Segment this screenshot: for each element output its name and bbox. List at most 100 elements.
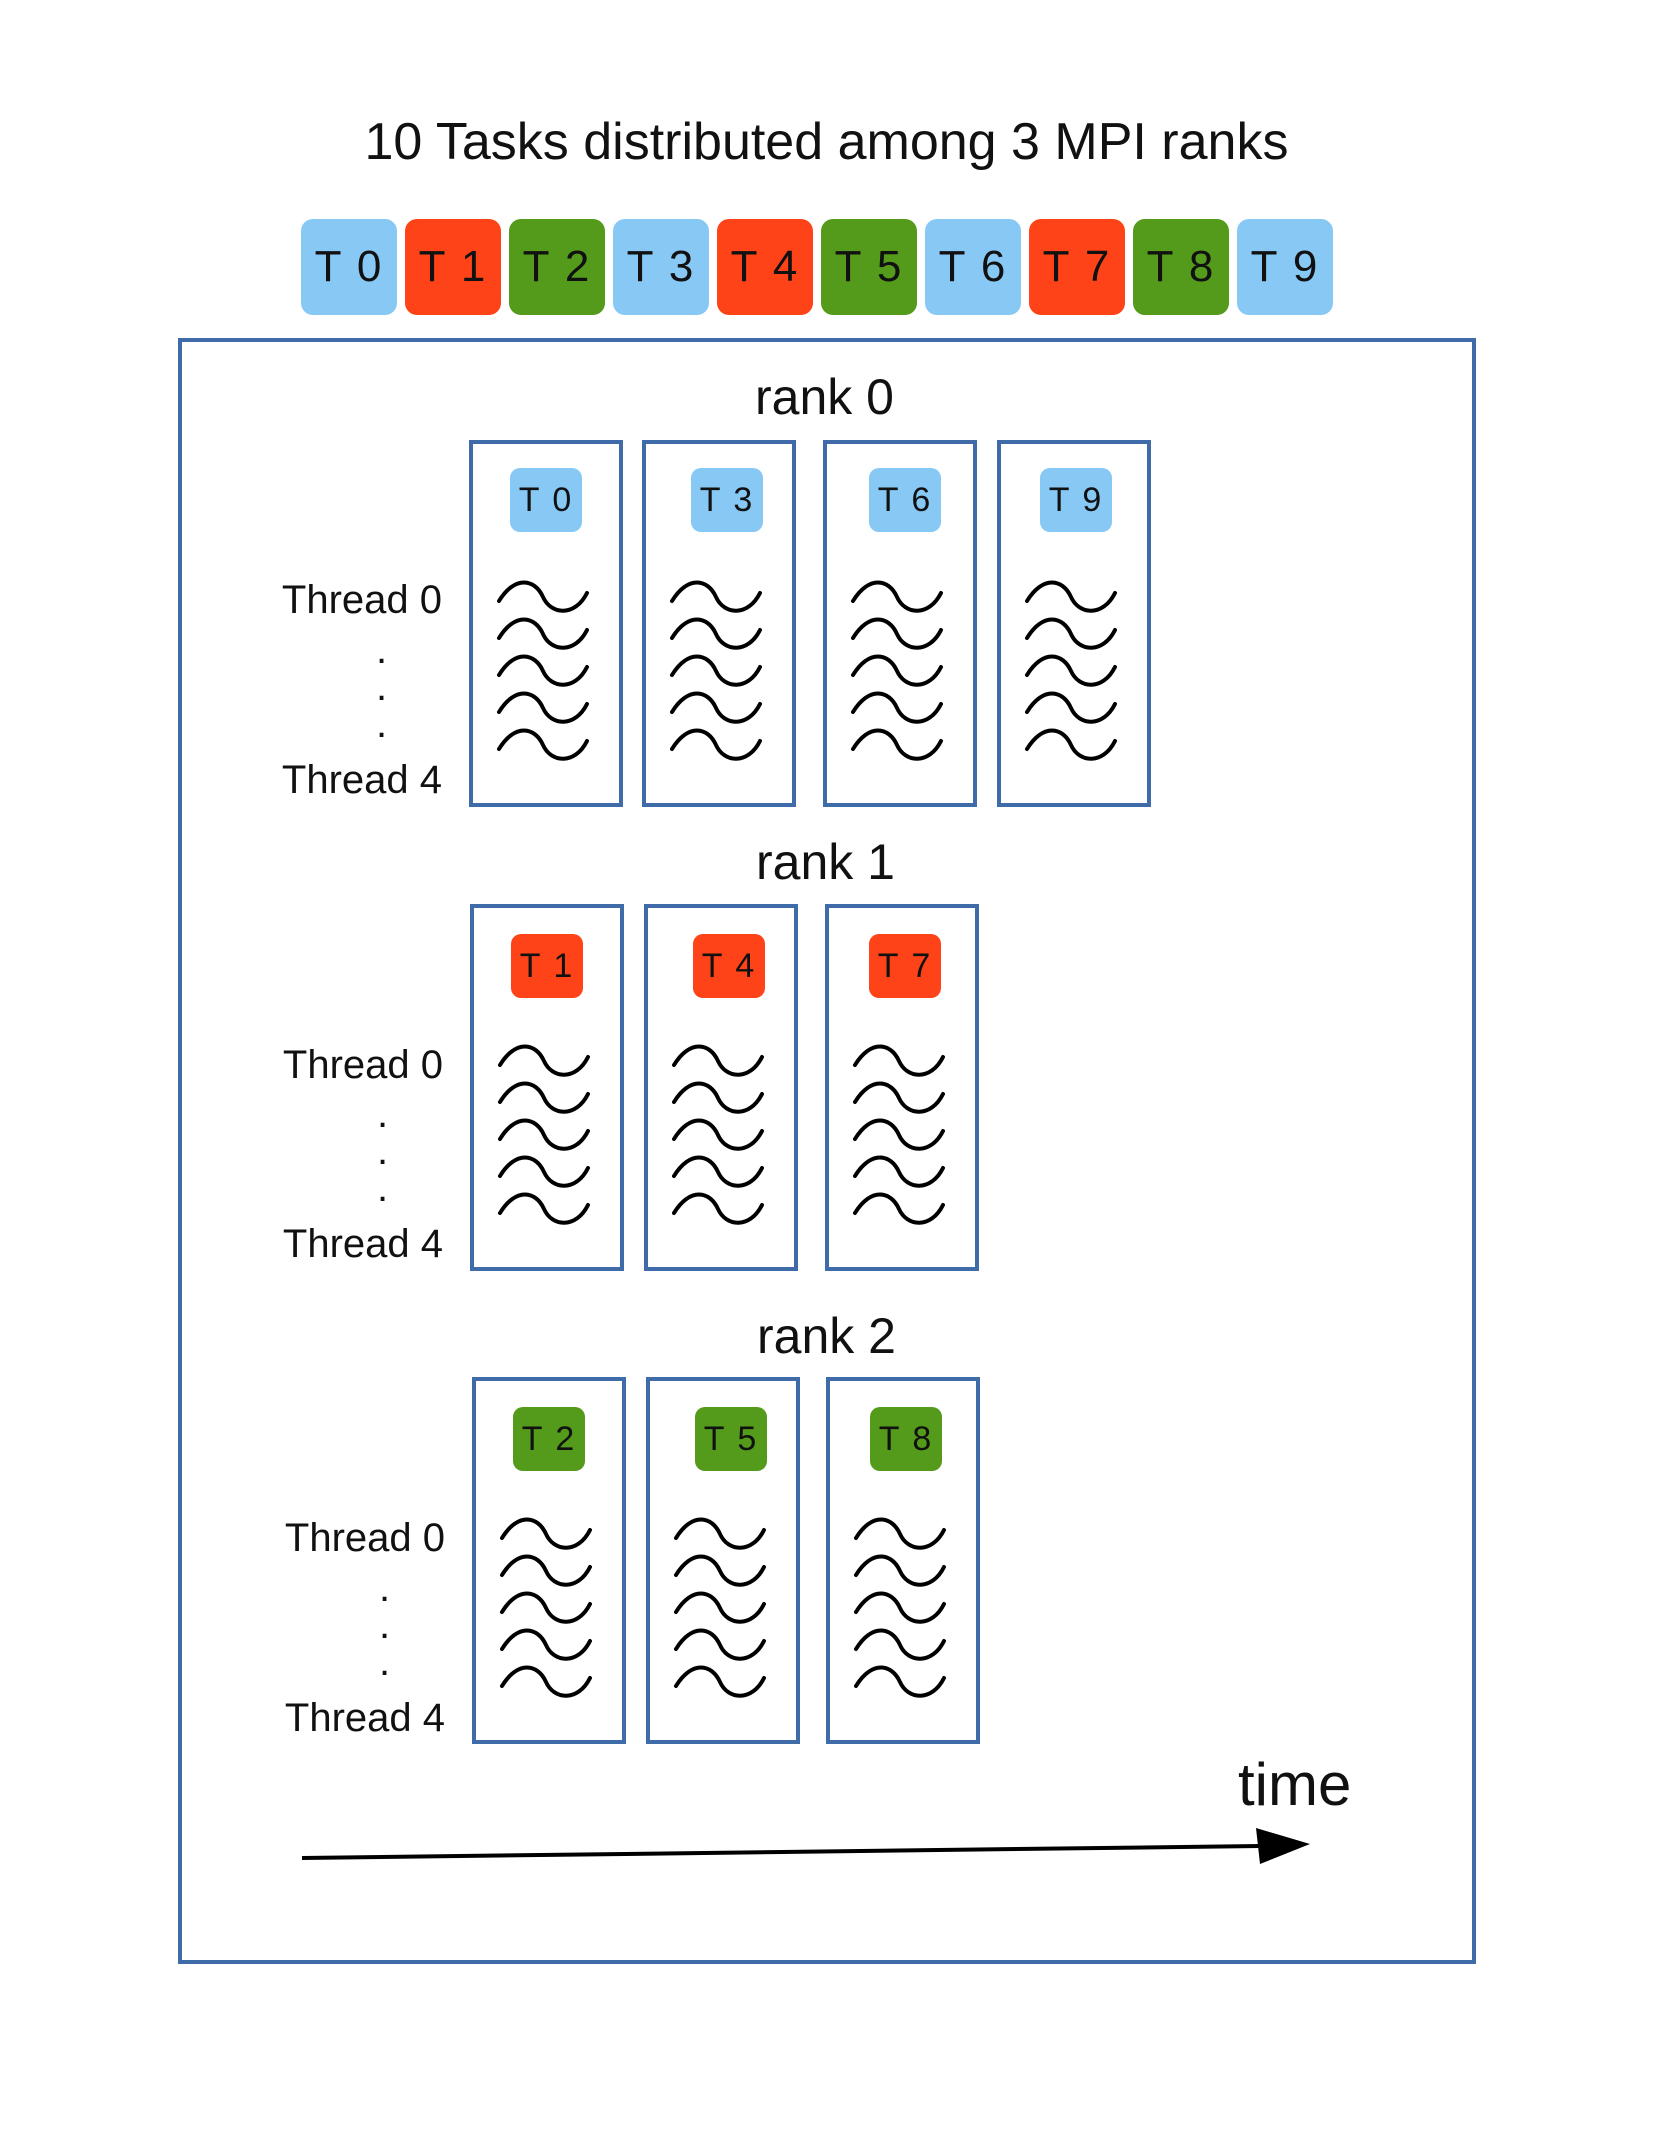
rank-0-task-box: T 0 [469,440,623,807]
task-chip: T 5 [695,1407,767,1471]
threads-wave-icon [672,1044,764,1225]
thread-wave-icon [1025,654,1117,687]
thread-wave-icon [670,580,762,613]
rank-0-task-box: T 6 [823,440,977,807]
thread-wave-icon [498,1155,590,1188]
task-chip-6: T 6 [925,219,1021,315]
thread-wave-icon [672,1081,764,1114]
task-chip-9: T 9 [1237,219,1333,315]
thread-wave-icon [853,1155,945,1188]
thread-wave-icon [854,1665,946,1698]
task-chip: T 3 [691,468,763,532]
time-arrow-icon [301,1828,1310,1864]
thread-wave-icon [498,1081,590,1114]
rank-0-task-box: T 9 [997,440,1151,807]
thread-wave-icon [674,1628,766,1661]
ellipsis-dot: . [376,702,388,746]
thread-wave-icon [672,1192,764,1225]
task-chip: T 9 [1040,468,1112,532]
threads-wave-icon [1025,580,1117,761]
thread-wave-icon [854,1517,946,1550]
thread-wave-icon [674,1591,766,1624]
thread-wave-icon [670,617,762,650]
task-chip: T 7 [869,934,941,998]
rank-2-task-box: T 2 [472,1377,626,1744]
ellipsis-dot: . [377,1129,389,1173]
ellipsis-dot: . [376,665,388,709]
rank-2-thread-first: Thread 0 [284,1516,445,1560]
rank-1-task-box: T 1 [470,904,624,1271]
task-chip-7: T 7 [1029,219,1125,315]
thread-wave-icon [851,580,943,613]
task-chip-2: T 2 [509,219,605,315]
task-chip: T 0 [510,468,582,532]
thread-wave-icon [500,1554,592,1587]
threads-wave-icon [498,1044,590,1225]
rank-0-thread-last: Thread 4 [281,758,442,802]
thread-wave-icon [498,1192,590,1225]
thread-wave-icon [498,1044,590,1077]
rank-2-task-box: T 8 [826,1377,980,1744]
rank-2-label: rank 2 [757,1308,896,1364]
thread-wave-icon [497,691,589,724]
thread-wave-icon [1025,691,1117,724]
rank-1-thread-last: Thread 4 [282,1222,443,1266]
thread-wave-icon [674,1517,766,1550]
thread-wave-icon [500,1517,592,1550]
time-axis-label: time [1238,1751,1352,1818]
thread-wave-icon [670,728,762,761]
rank-1-task-box: T 7 [825,904,979,1271]
rank-0-label: rank 0 [755,369,894,425]
threads-wave-icon [500,1517,592,1698]
thread-wave-icon [672,1118,764,1151]
ellipsis-dot: . [377,1166,389,1210]
thread-wave-icon [851,728,943,761]
task-chip: T 8 [870,1407,942,1471]
thread-wave-icon [853,1192,945,1225]
thread-wave-icon [854,1554,946,1587]
thread-wave-icon [497,728,589,761]
task-chip: T 2 [513,1407,585,1471]
task-chip-3: T 3 [613,219,709,315]
ellipsis-dot: . [376,628,388,672]
thread-wave-icon [497,617,589,650]
threads-wave-icon [670,580,762,761]
task-chip-0: T 0 [301,219,397,315]
task-chip: T 4 [693,934,765,998]
thread-wave-icon [851,691,943,724]
ranks-container [178,338,1476,1964]
rank-0-thread-first: Thread 0 [281,578,442,622]
thread-wave-icon [674,1665,766,1698]
thread-wave-icon [854,1628,946,1661]
thread-wave-icon [1025,580,1117,613]
thread-wave-icon [498,1118,590,1151]
thread-wave-icon [672,1044,764,1077]
ellipsis-dot: . [377,1092,389,1136]
thread-wave-icon [672,1155,764,1188]
task-chip-1: T 1 [405,219,501,315]
ellipsis-dot: . [379,1603,391,1647]
thread-wave-icon [853,1044,945,1077]
thread-wave-icon [497,654,589,687]
task-chip-4: T 4 [717,219,813,315]
threads-wave-icon [851,580,943,761]
rank-0-task-box: T 3 [642,440,796,807]
thread-wave-icon [851,654,943,687]
thread-wave-icon [851,617,943,650]
threads-wave-icon [497,580,589,761]
task-chip-5: T 5 [821,219,917,315]
thread-wave-icon [500,1591,592,1624]
task-chip: T 1 [511,934,583,998]
rank-2-thread-last: Thread 4 [284,1696,445,1740]
ellipsis-dot: . [379,1640,391,1684]
rank-1-label: rank 1 [756,834,895,890]
thread-wave-icon [854,1591,946,1624]
ellipsis-dot: . [379,1566,391,1610]
threads-wave-icon [674,1517,766,1698]
thread-wave-icon [497,580,589,613]
thread-wave-icon [500,1665,592,1698]
diagram-title: 10 Tasks distributed among 3 MPI ranks [364,113,1289,171]
thread-wave-icon [670,654,762,687]
rank-1-task-box: T 4 [644,904,798,1271]
threads-wave-icon [853,1044,945,1225]
